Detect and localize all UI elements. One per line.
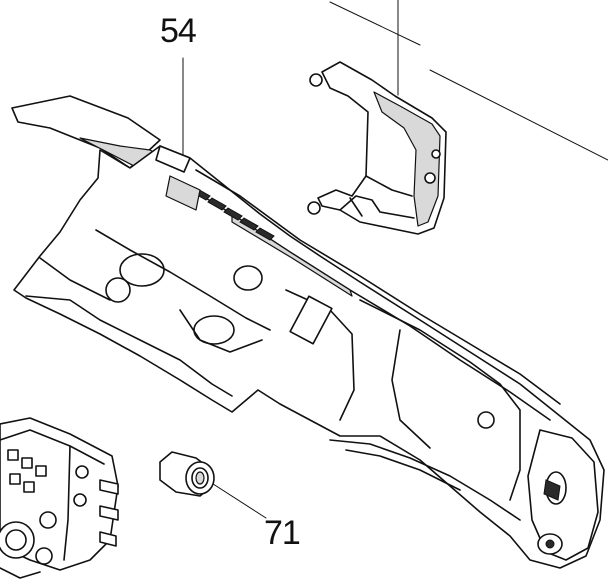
leader-lines [182, 0, 399, 519]
motor-boss [233, 265, 263, 291]
switch-block-part [0, 417, 119, 579]
motor-boss [105, 277, 131, 303]
switch-knob [0, 521, 35, 559]
screw-hole [477, 411, 495, 429]
part-number-71: 71 [264, 514, 301, 552]
part-number-54: 54 [160, 12, 197, 50]
bushing-part [159, 451, 215, 497]
screw-boss [431, 149, 441, 159]
screw-boss [309, 73, 323, 87]
leader-line-71 [209, 481, 267, 519]
housing-shell [11, 95, 605, 569]
screw-boss [424, 172, 436, 184]
screw-boss [307, 201, 321, 215]
bracket-part [307, 61, 447, 235]
frame-lines [329, 1, 608, 161]
